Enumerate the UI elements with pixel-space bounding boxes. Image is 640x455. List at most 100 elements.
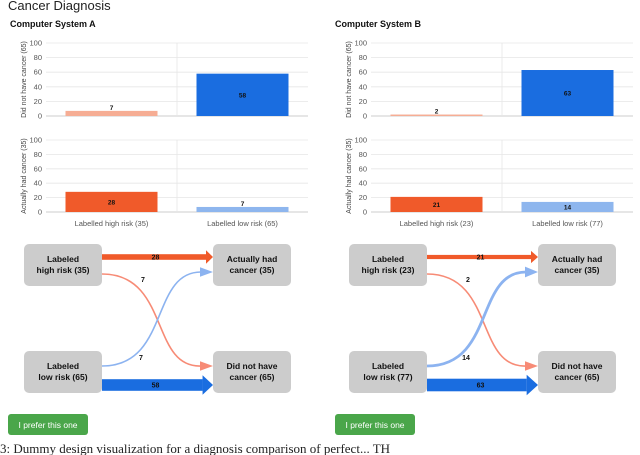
bar [390, 196, 483, 212]
bar [65, 110, 158, 116]
flow-false-negative [426, 270, 527, 368]
y-tick-label: 100 [29, 136, 42, 145]
system-b-title: Computer System B [335, 19, 422, 29]
node-did-not-have-cancer [213, 351, 291, 393]
bar [65, 191, 158, 212]
y-tick-label: 80 [34, 53, 42, 62]
node-did-not-have-cancer-label: Did not have [226, 361, 277, 371]
node-did-not-have-cancer [538, 351, 616, 393]
system-a-title: Computer System A [10, 19, 96, 29]
y-tick-label: 60 [34, 68, 42, 77]
series-axis-label: Actually had cancer (35) [346, 138, 353, 213]
flow-true-positive-label: 21 [477, 255, 485, 262]
bar-value-label: 28 [108, 199, 116, 206]
flow-false-positive [101, 273, 202, 367]
node-did-not-have-cancer-label: Did not have [551, 361, 602, 371]
flow-false-positive-label: 2 [466, 277, 470, 284]
bar-value-label: 7 [241, 201, 245, 208]
y-tick-label: 60 [34, 164, 42, 173]
y-tick-label: 0 [363, 208, 367, 217]
flow-false-negative-head [525, 266, 538, 278]
node-actually-had-cancer-label: cancer (35) [230, 265, 275, 275]
x-tick-label: Labelled low risk (77) [532, 219, 603, 228]
y-tick-label: 40 [34, 82, 42, 91]
bar [196, 206, 289, 212]
flow-false-negative [101, 271, 202, 367]
flow-false-positive-head [200, 361, 213, 371]
y-tick-label: 40 [34, 179, 42, 188]
node-actually-had-cancer [538, 244, 616, 286]
node-labeled-low-risk-label: low risk (77) [363, 372, 412, 382]
bar [521, 70, 614, 116]
flow-true-negative [427, 378, 527, 392]
flow-true-negative [102, 379, 203, 391]
y-tick-label: 40 [359, 179, 367, 188]
y-tick-label: 100 [29, 39, 42, 48]
node-labeled-low-risk-label: low risk (65) [38, 372, 87, 382]
series-axis-label: Actually had cancer (35) [21, 138, 28, 213]
flow-true-negative-label: 63 [477, 383, 485, 390]
bar-value-label: 21 [433, 202, 441, 209]
y-tick-label: 80 [359, 150, 367, 159]
y-tick-label: 20 [34, 97, 42, 106]
series-axis-label: Did not have cancer (65) [21, 41, 28, 118]
flow-true-positive [427, 254, 531, 260]
node-labeled-low-risk [349, 351, 427, 393]
flow-true-negative-label: 58 [152, 383, 160, 390]
node-labeled-low-risk-label: Labeled [47, 361, 79, 371]
system-b-prefer-button[interactable]: I prefer this one [335, 414, 415, 435]
y-tick-label: 0 [38, 208, 42, 217]
x-tick-label: Labelled low risk (65) [207, 219, 278, 228]
flow-true-positive-head [531, 250, 538, 264]
node-labeled-high-risk [349, 244, 427, 286]
y-tick-label: 40 [359, 82, 367, 91]
node-labeled-low-risk-label: Labeled [372, 361, 404, 371]
node-actually-had-cancer [213, 244, 291, 286]
flow-false-positive-head [525, 361, 538, 371]
flow-false-positive-label: 7 [141, 277, 145, 284]
page-title: Cancer Diagnosis [8, 0, 111, 13]
bar [521, 201, 614, 212]
bar-value-label: 14 [564, 204, 572, 211]
flow-true-positive [102, 254, 206, 260]
bar-value-label: 58 [239, 92, 247, 99]
y-tick-label: 20 [359, 97, 367, 106]
node-actually-had-cancer-label: Actually had [552, 254, 603, 264]
y-tick-label: 0 [363, 112, 367, 121]
x-tick-label: Labelled high risk (23) [400, 219, 474, 228]
flow-false-negative-head [200, 267, 213, 277]
node-did-not-have-cancer-label: cancer (65) [230, 372, 275, 382]
node-labeled-high-risk-label: high risk (35) [37, 265, 90, 275]
y-tick-label: 80 [34, 150, 42, 159]
series-axis-label: Did not have cancer (65) [346, 41, 353, 118]
y-tick-label: 20 [359, 193, 367, 202]
y-tick-label: 60 [359, 164, 367, 173]
system-a-prefer-button[interactable]: I prefer this one [8, 414, 88, 435]
flow-true-positive-label: 28 [152, 255, 160, 262]
node-labeled-high-risk-label: Labeled [372, 254, 404, 264]
node-labeled-high-risk-label: high risk (23) [362, 265, 415, 275]
bar [390, 114, 483, 116]
flow-true-positive-head [206, 250, 213, 264]
flow-false-positive [426, 273, 527, 367]
y-tick-label: 60 [359, 68, 367, 77]
flow-true-negative-head [202, 375, 213, 395]
node-actually-had-cancer-label: cancer (35) [555, 265, 600, 275]
node-labeled-high-risk-label: Labeled [47, 254, 79, 264]
y-tick-label: 80 [359, 53, 367, 62]
node-actually-had-cancer-label: Actually had [227, 254, 278, 264]
bar-value-label: 7 [110, 105, 114, 112]
y-tick-label: 20 [34, 193, 42, 202]
flow-false-negative-label: 14 [462, 355, 470, 362]
bar-value-label: 2 [435, 109, 439, 116]
flow-true-negative-head [526, 374, 538, 396]
bar [196, 73, 289, 116]
y-tick-label: 0 [38, 112, 42, 121]
node-did-not-have-cancer-label: cancer (65) [555, 372, 600, 382]
